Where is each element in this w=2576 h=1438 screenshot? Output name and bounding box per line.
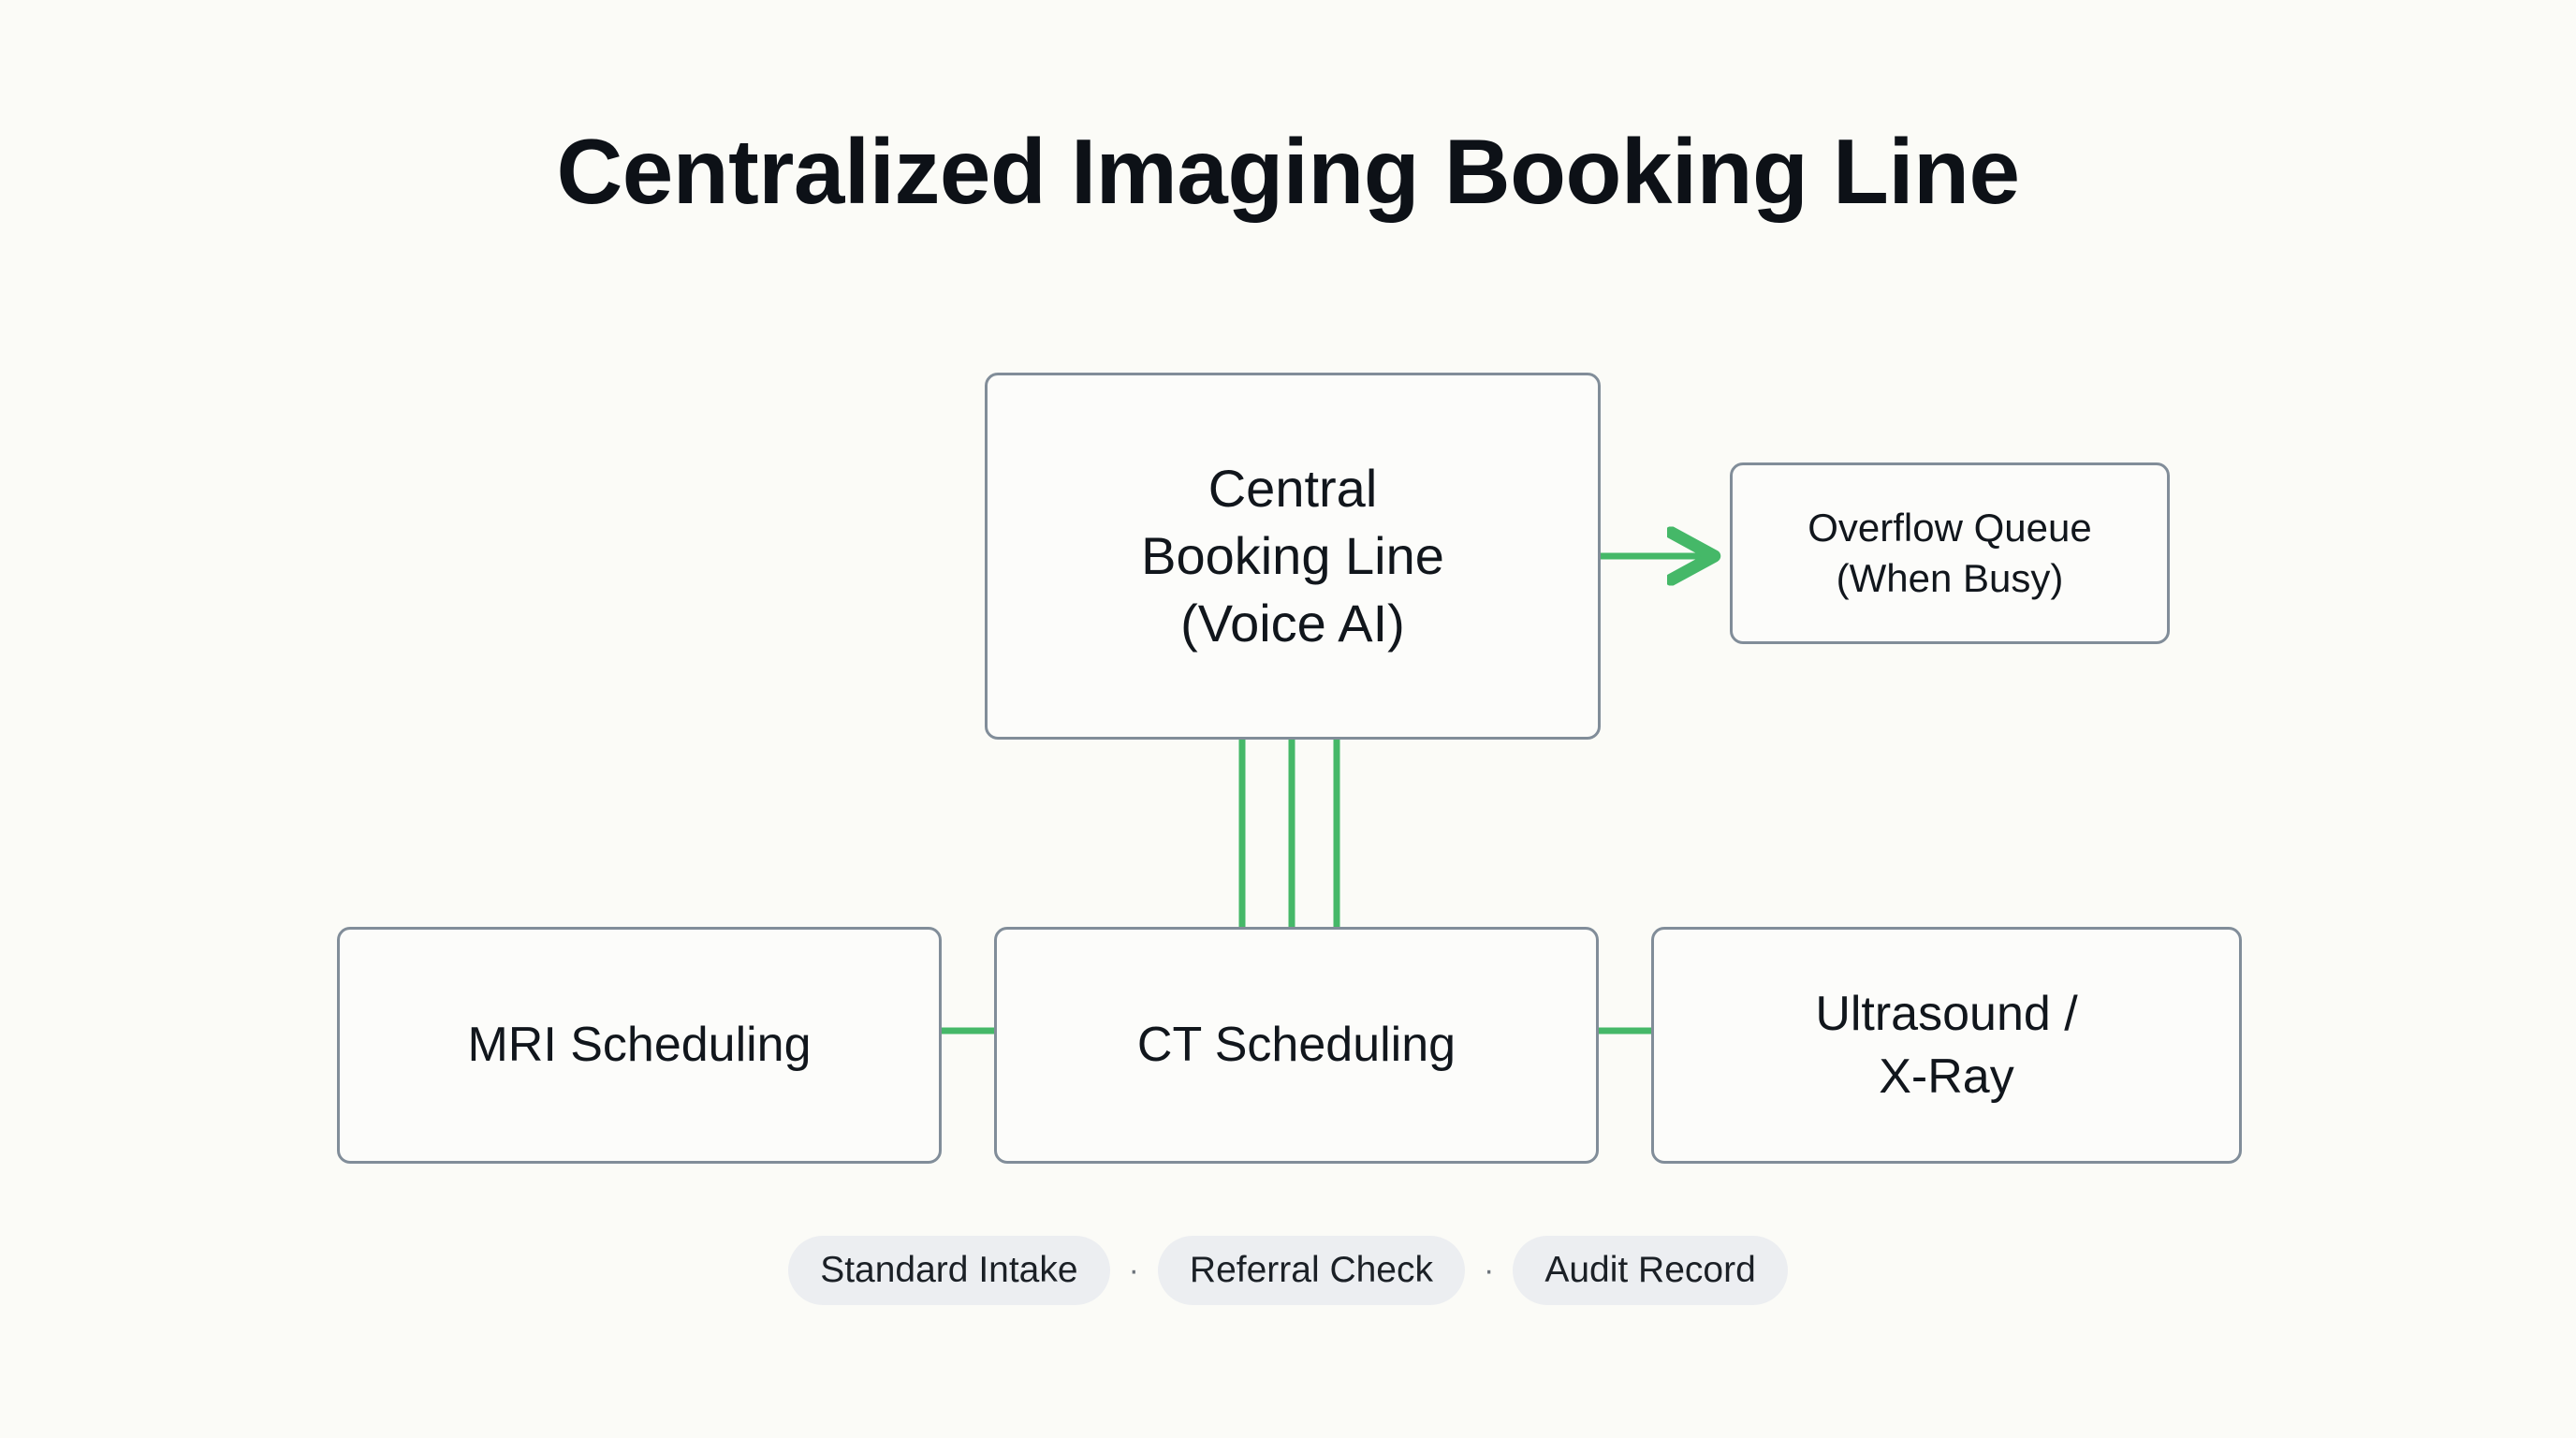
node-overflow-queue[interactable]: Overflow Queue (When Busy) — [1730, 462, 2170, 644]
page-title: Centralized Imaging Booking Line — [556, 120, 2020, 223]
node-overflow-queue-label: Overflow Queue (When Busy) — [1808, 506, 2092, 600]
node-ultrasound-xray-label: Ultrasound / X-Ray — [1815, 986, 2078, 1104]
chip-referral-check[interactable]: Referral Check — [1157, 1236, 1465, 1305]
footer-chip-row: Standard Intake · Referral Check · Audit… — [0, 1236, 2576, 1305]
chip-audit-record[interactable]: Audit Record — [1513, 1236, 1788, 1305]
chip-separator: · — [1484, 1252, 1495, 1288]
node-mri-scheduling[interactable]: MRI Scheduling — [337, 927, 942, 1164]
node-ct-scheduling-label: CT Scheduling — [1136, 1018, 1456, 1073]
node-mri-scheduling-label: MRI Scheduling — [467, 1018, 812, 1073]
node-ultrasound-xray[interactable]: Ultrasound / X-Ray — [1651, 927, 2242, 1164]
chip-standard-intake[interactable]: Standard Intake — [788, 1236, 1110, 1305]
node-central-booking-line[interactable]: Central Booking Line (Voice AI) — [985, 373, 1601, 740]
chip-separator: · — [1128, 1252, 1139, 1288]
node-ct-scheduling[interactable]: CT Scheduling — [994, 927, 1599, 1164]
node-central-booking-line-label: Central Booking Line (Voice AI) — [1141, 459, 1444, 653]
